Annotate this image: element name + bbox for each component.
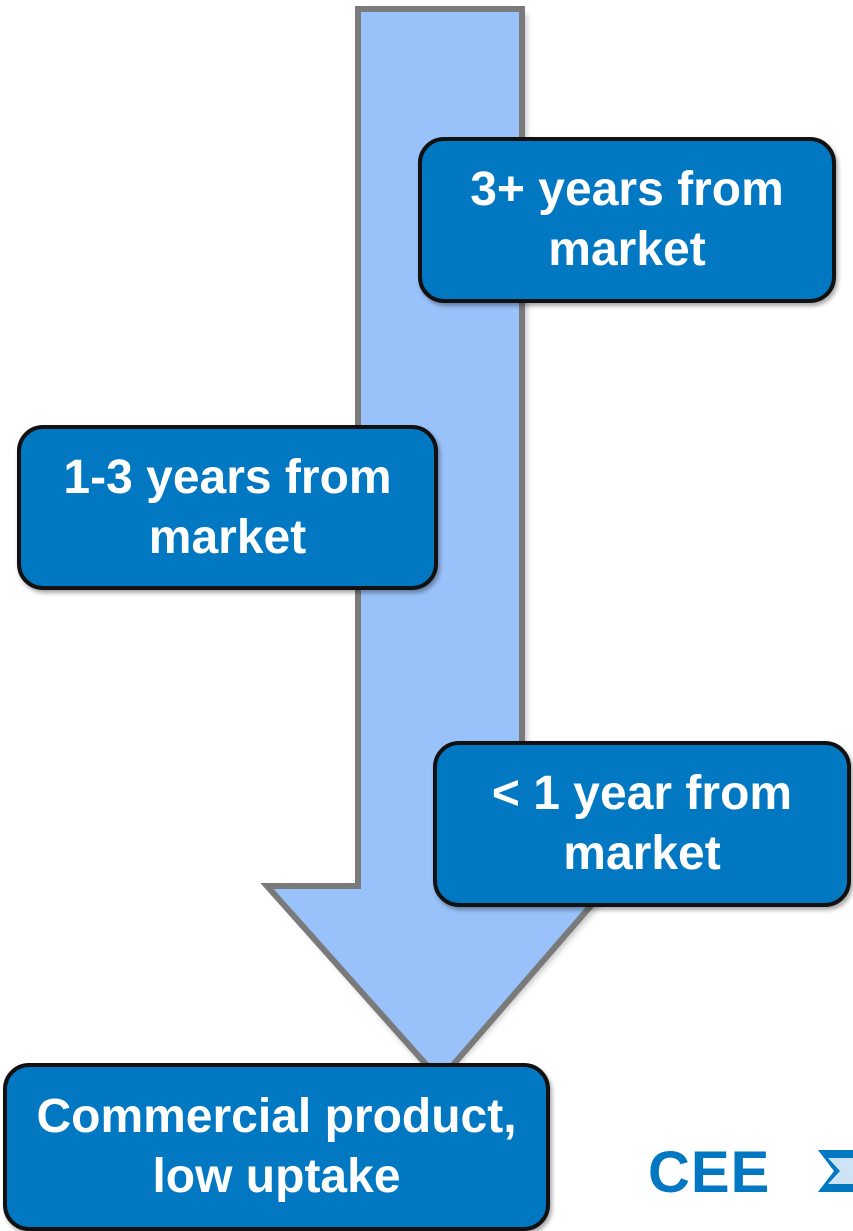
logo-mark-icon xyxy=(818,1150,853,1192)
stage-box-3plus-years: 3+ years from market xyxy=(418,137,836,303)
stage-label-3plus-years: 3+ years from market xyxy=(470,163,784,276)
stage-label-1-3-years: 1-3 years from market xyxy=(63,450,392,564)
stage-box-under-1-year: < 1 year from market xyxy=(433,741,851,907)
outcome-label: Commercial product, low uptake xyxy=(36,1090,517,1203)
cee-logo: CEE xyxy=(648,1142,853,1198)
stage-label-under-1-year: < 1 year from market xyxy=(491,767,793,880)
stage-box-1-3-years: 1-3 years from market xyxy=(17,425,438,590)
outcome-box: Commercial product, low uptake xyxy=(3,1063,550,1231)
logo-text: CEE xyxy=(648,1142,770,1198)
